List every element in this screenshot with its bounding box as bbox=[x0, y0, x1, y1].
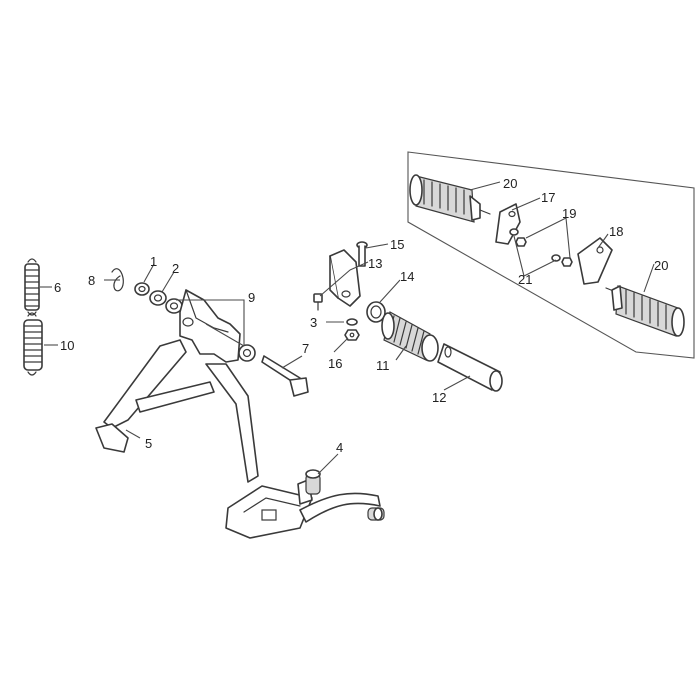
callout-13: 13 bbox=[368, 256, 382, 271]
small-bolt bbox=[313, 293, 323, 311]
callout-1: 1 bbox=[150, 254, 157, 269]
part-19-nut-upper bbox=[515, 237, 527, 247]
callout-11: 11 bbox=[376, 358, 390, 373]
part-13-bracket bbox=[329, 249, 361, 307]
callout-6: 6 bbox=[54, 280, 61, 295]
callout-17: 17 bbox=[541, 190, 555, 205]
callout-4: 4 bbox=[336, 440, 343, 455]
footrest-inset-frame bbox=[407, 151, 695, 359]
callout-12: 12 bbox=[432, 390, 446, 405]
leader-lines bbox=[40, 181, 655, 475]
part-3-washer bbox=[346, 318, 358, 326]
part-20-footpeg-left bbox=[409, 174, 491, 223]
part-8-clip bbox=[111, 268, 124, 292]
callout-8: 8 bbox=[88, 273, 95, 288]
part-21-washer-lower bbox=[551, 254, 561, 262]
callout-2: 2 bbox=[172, 261, 179, 276]
part-1-washer bbox=[134, 282, 150, 296]
part-20-footpeg-right bbox=[605, 285, 685, 337]
part-15-bolt bbox=[356, 241, 368, 267]
callout-21: 21 bbox=[518, 272, 532, 287]
lever-end-cap bbox=[367, 507, 385, 521]
part-16-nut bbox=[344, 329, 360, 341]
part-9-washer bbox=[238, 344, 256, 362]
part-19-nut-lower bbox=[561, 257, 573, 267]
part-10-spring bbox=[23, 312, 43, 376]
part-4-rubber-stop bbox=[297, 469, 321, 505]
part-12-footrest-pin bbox=[437, 343, 503, 392]
part-5-center-stand bbox=[95, 289, 381, 539]
callout-5: 5 bbox=[145, 436, 152, 451]
callout-16: 16 bbox=[328, 356, 342, 371]
part-11-footrest-rubber bbox=[381, 311, 439, 362]
part-14-ring bbox=[366, 301, 386, 323]
callout-20-lower: 20 bbox=[654, 258, 668, 273]
part-7-pivot-pin bbox=[261, 355, 309, 397]
callout-3: 3 bbox=[310, 315, 317, 330]
callout-9: 9 bbox=[248, 290, 255, 305]
callout-19: 19 bbox=[562, 206, 576, 221]
callout-7: 7 bbox=[302, 341, 309, 356]
part-18-bracket bbox=[577, 237, 613, 285]
part-17-bracket bbox=[495, 203, 521, 245]
part-21-washer-upper bbox=[509, 228, 519, 236]
callout-10: 10 bbox=[60, 338, 74, 353]
callout-14: 14 bbox=[400, 269, 414, 284]
callout-20-upper: 20 bbox=[503, 176, 517, 191]
part-6-spring bbox=[24, 258, 40, 316]
part-2-washer bbox=[149, 290, 167, 306]
callout-18: 18 bbox=[609, 224, 623, 239]
callout-15: 15 bbox=[390, 237, 404, 252]
